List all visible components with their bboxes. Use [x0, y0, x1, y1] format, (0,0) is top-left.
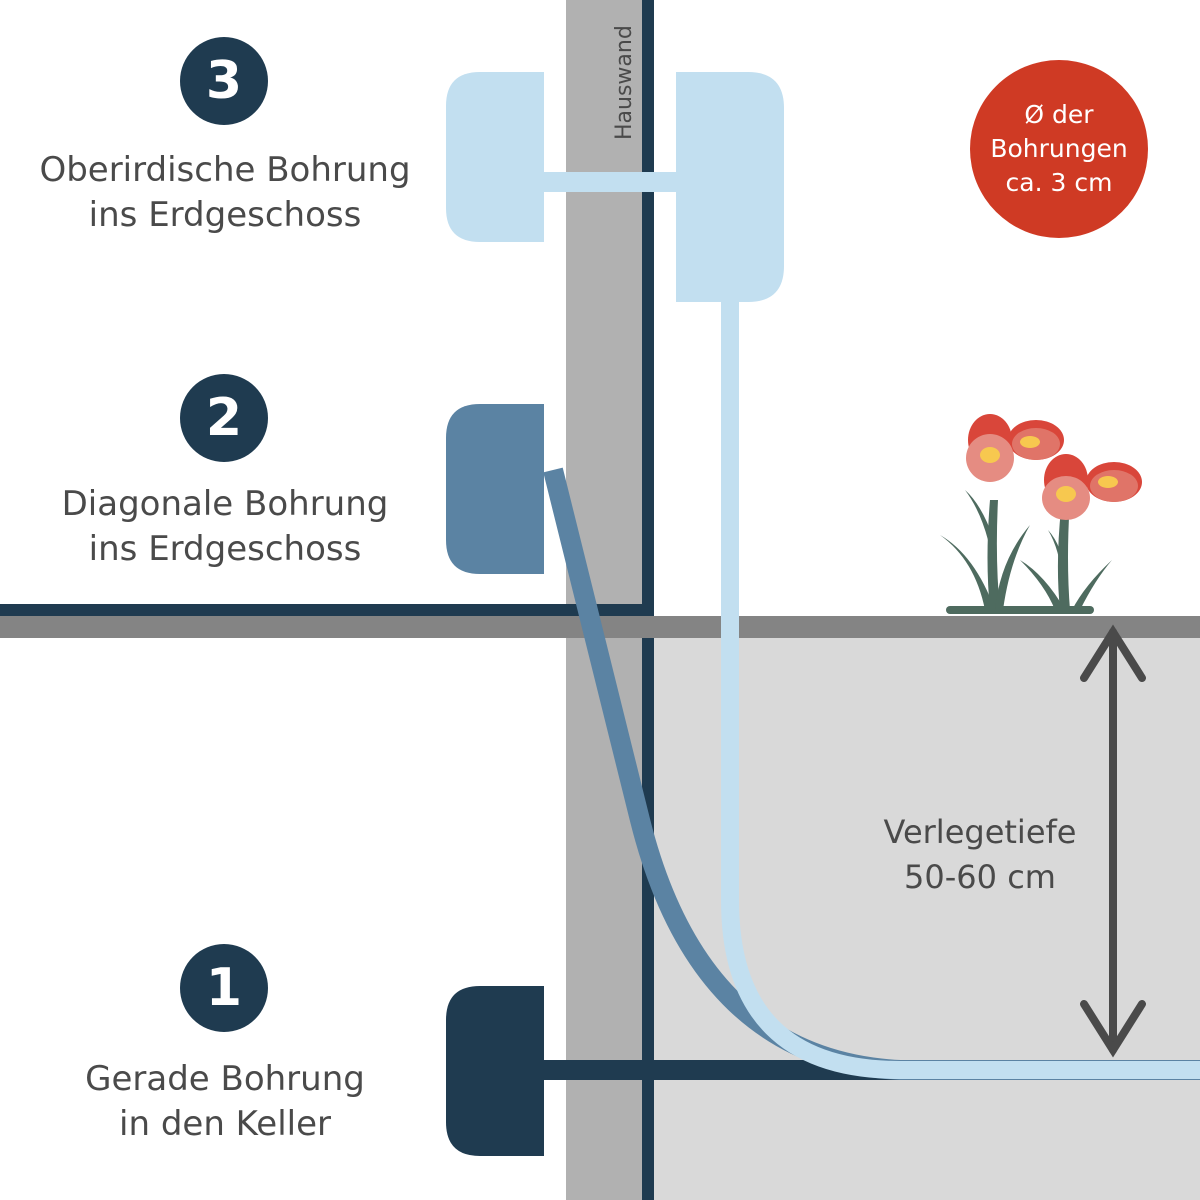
drill-box-2	[446, 404, 544, 574]
drill-box-3-inside	[446, 72, 544, 242]
depth-note-line1: Verlegetiefe	[883, 813, 1077, 851]
diameter-note-line1: Ø der	[1024, 100, 1094, 129]
drilling-3-subtitle: ins Erdgeschoss	[88, 195, 362, 235]
drilling-2-subtitle: ins Erdgeschoss	[88, 529, 362, 569]
flower-icon	[940, 414, 1142, 614]
drill-box-1	[446, 986, 544, 1156]
floor-line	[0, 604, 654, 616]
drilling-3-title: Oberirdische Bohrung	[39, 150, 411, 190]
drilling-3-label: Oberirdische Bohrung ins Erdgeschoss	[0, 148, 450, 238]
diameter-note-line2: Bohrungen	[990, 134, 1128, 163]
drilling-1-subtitle: in den Keller	[119, 1104, 331, 1144]
step-badge-1: 1	[180, 944, 268, 1032]
diameter-note: Ø der Bohrungen ca. 3 cm	[970, 60, 1148, 238]
soil-area	[652, 638, 1200, 1200]
wall-label: Hauswand	[612, 25, 637, 140]
depth-note: Verlegetiefe 50-60 cm	[860, 810, 1100, 900]
step-badge-3: 3	[180, 37, 268, 125]
drill-box-3-outside	[676, 72, 784, 302]
drilling-2-title: Diagonale Bohrung	[61, 484, 389, 524]
drilling-1-title: Gerade Bohrung	[85, 1059, 365, 1099]
pipe-3-vertical	[721, 300, 1200, 1079]
depth-arrow	[1080, 624, 1146, 1058]
depth-note-line2: 50-60 cm	[904, 858, 1056, 896]
step-badge-2: 2	[180, 374, 268, 462]
pipe-3-through-wall	[544, 172, 678, 192]
diameter-note-line3: ca. 3 cm	[1005, 168, 1113, 197]
wall-outer-edge	[642, 0, 654, 1200]
drilling-2-label: Diagonale Bohrung ins Erdgeschoss	[0, 482, 450, 572]
drilling-1-label: Gerade Bohrung in den Keller	[0, 1057, 450, 1147]
